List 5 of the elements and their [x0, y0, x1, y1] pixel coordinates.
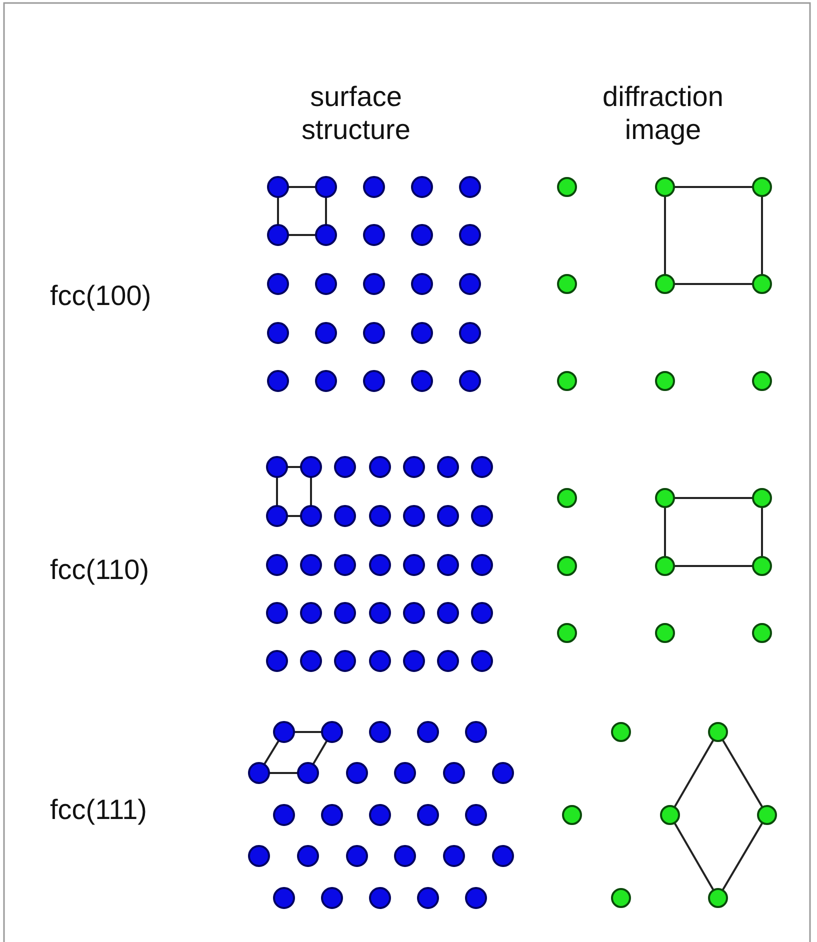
row-label: fcc(110)	[50, 553, 150, 586]
row-label: fcc(100)	[50, 279, 152, 312]
row-label: fcc(111)	[50, 793, 147, 826]
column-heading: diffraction image	[602, 80, 724, 146]
column-heading: surface structure	[300, 80, 412, 146]
